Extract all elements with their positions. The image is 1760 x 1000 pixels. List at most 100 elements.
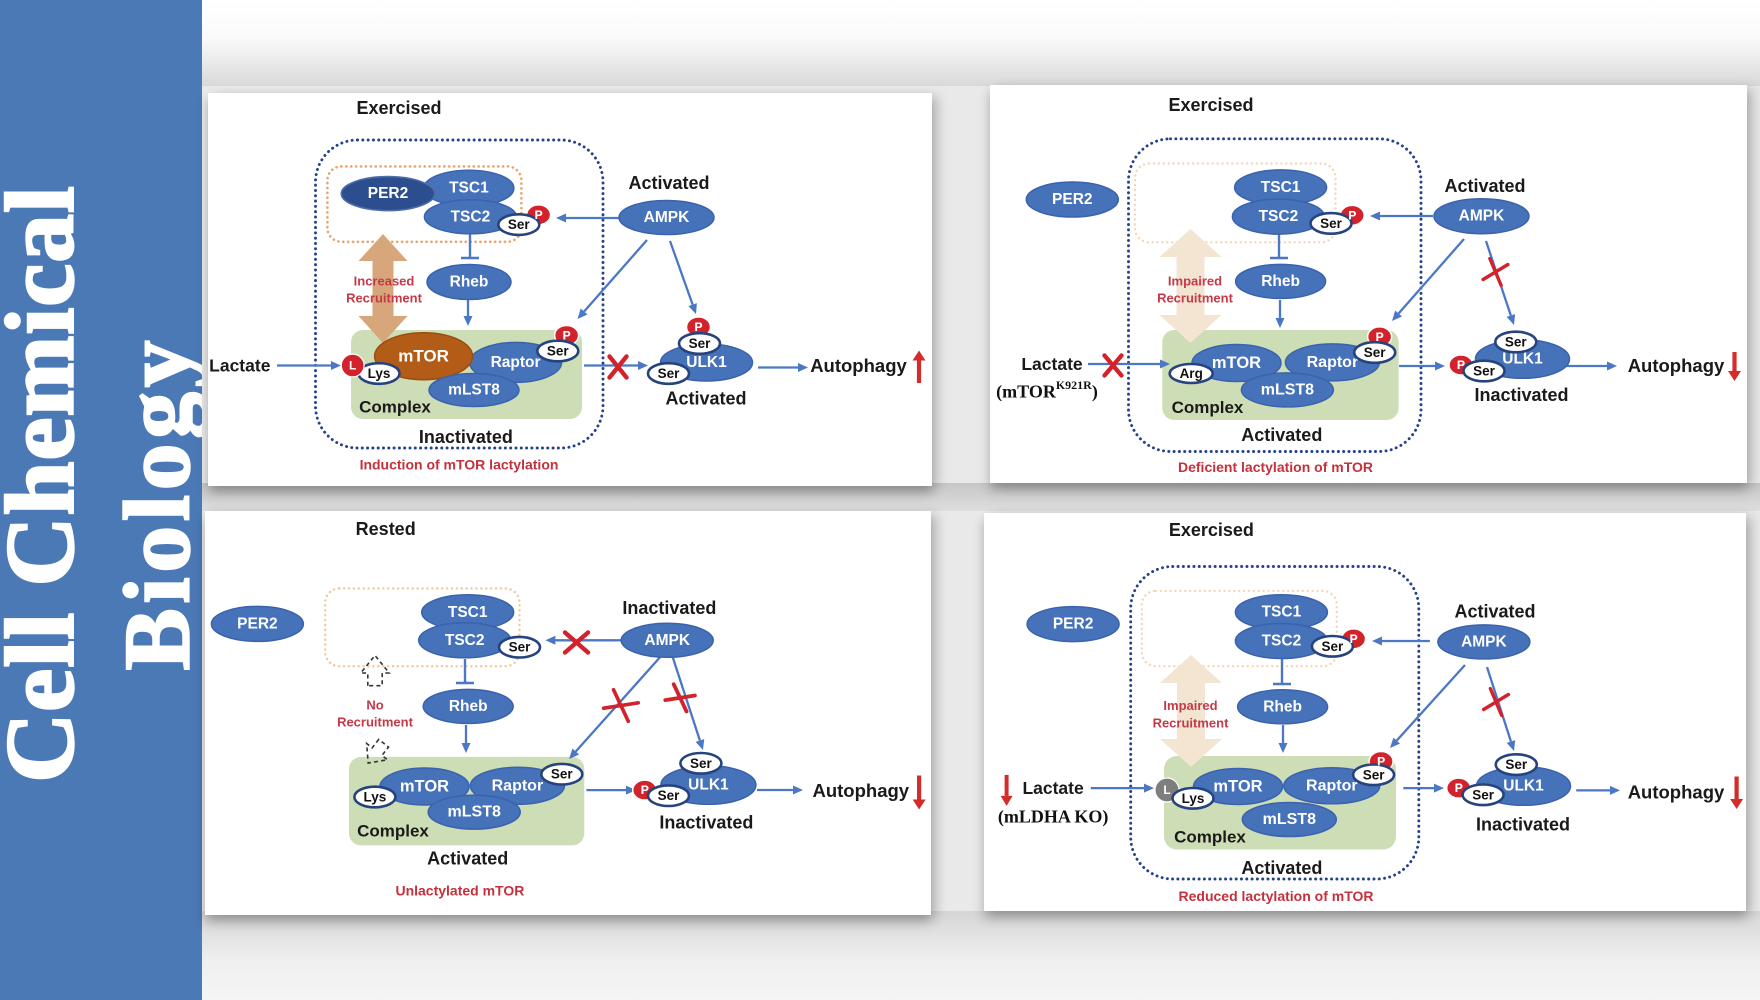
svg-text:(mTORK921R): (mTORK921R) — [996, 378, 1098, 403]
svg-text:Exercised: Exercised — [1169, 520, 1254, 540]
svg-text:Lys: Lys — [1182, 791, 1205, 806]
svg-text:Complex: Complex — [359, 398, 431, 417]
svg-text:Ser: Ser — [1364, 345, 1387, 360]
svg-text:ULK1: ULK1 — [1503, 778, 1544, 795]
svg-text:Ser: Ser — [1472, 787, 1495, 802]
svg-text:Raptor: Raptor — [492, 777, 544, 794]
svg-text:Rheb: Rheb — [450, 274, 489, 291]
svg-text:P: P — [641, 783, 649, 797]
svg-text:No: No — [366, 698, 383, 713]
svg-text:P: P — [1457, 358, 1465, 372]
svg-text:Raptor: Raptor — [1306, 777, 1358, 794]
svg-text:Lactate: Lactate — [209, 356, 271, 376]
svg-text:AMPK: AMPK — [1461, 633, 1507, 650]
svg-text:mLST8: mLST8 — [448, 382, 500, 399]
svg-text:Reduced lactylation of mTOR: Reduced lactylation of mTOR — [1179, 888, 1374, 904]
svg-text:Inactivated: Inactivated — [659, 812, 753, 832]
svg-text:Deficient lactylation of mTOR: Deficient lactylation of mTOR — [1178, 459, 1373, 475]
svg-text:L: L — [1163, 783, 1170, 797]
svg-text:P: P — [1377, 755, 1385, 769]
svg-text:PER2: PER2 — [1053, 616, 1094, 633]
svg-text:P: P — [1455, 781, 1463, 795]
svg-text:AMPK: AMPK — [644, 209, 690, 226]
svg-text:mLST8: mLST8 — [1263, 811, 1316, 828]
svg-text:P: P — [1455, 781, 1463, 795]
svg-text:TSC2: TSC2 — [445, 632, 485, 649]
svg-text:Autophagy: Autophagy — [812, 780, 909, 801]
svg-text:Impaired: Impaired — [1168, 274, 1222, 289]
svg-text:mLST8: mLST8 — [448, 804, 501, 821]
svg-text:Rested: Rested — [356, 519, 416, 539]
svg-text:P: P — [1350, 632, 1358, 646]
svg-text:P: P — [1376, 330, 1384, 344]
svg-text:Ser: Ser — [551, 767, 574, 782]
svg-text:P: P — [535, 208, 543, 222]
svg-text:P: P — [1348, 208, 1356, 222]
svg-text:Lactate: Lactate — [1022, 778, 1084, 798]
svg-text:Inactivated: Inactivated — [1474, 385, 1568, 405]
svg-text:P: P — [1350, 632, 1358, 646]
svg-text:Ser: Ser — [1322, 639, 1345, 654]
svg-text:Raptor: Raptor — [1307, 354, 1359, 371]
svg-text:Ser: Ser — [658, 788, 681, 803]
svg-text:Recruitment: Recruitment — [1157, 291, 1234, 306]
svg-text:PER2: PER2 — [368, 185, 409, 202]
svg-text:Complex: Complex — [357, 822, 429, 841]
svg-text:ULK1: ULK1 — [1502, 351, 1543, 368]
svg-text:P: P — [535, 208, 543, 222]
svg-text:Exercised: Exercised — [356, 98, 441, 118]
svg-text:Activated: Activated — [1454, 601, 1535, 621]
svg-text:P: P — [641, 783, 649, 797]
svg-text:Activated: Activated — [628, 173, 709, 193]
svg-text:Ser: Ser — [1363, 767, 1386, 782]
svg-text:P: P — [694, 320, 702, 334]
svg-text:mTOR: mTOR — [400, 778, 449, 796]
svg-text:mLST8: mLST8 — [1261, 381, 1314, 398]
svg-text:Lactate: Lactate — [1021, 354, 1083, 374]
svg-text:Impaired: Impaired — [1163, 698, 1217, 713]
svg-text:Rheb: Rheb — [1261, 273, 1300, 290]
svg-text:Ser: Ser — [690, 756, 713, 771]
svg-text:Complex: Complex — [1174, 828, 1246, 847]
svg-text:Rheb: Rheb — [449, 698, 488, 715]
svg-text:Autophagy: Autophagy — [810, 355, 907, 376]
svg-text:Autophagy: Autophagy — [1628, 355, 1725, 376]
svg-text:Ser: Ser — [1505, 757, 1528, 772]
svg-text:AMPK: AMPK — [1459, 208, 1505, 225]
svg-text:TSC2: TSC2 — [1259, 208, 1299, 225]
svg-text:TSC1: TSC1 — [1261, 179, 1301, 196]
svg-text:Induction of mTOR lactylation: Induction of mTOR lactylation — [360, 457, 559, 473]
svg-text:Recruitment: Recruitment — [1153, 716, 1230, 731]
svg-text:Ser: Ser — [1505, 335, 1528, 350]
svg-text:Autophagy: Autophagy — [1628, 782, 1725, 803]
svg-text:Rheb: Rheb — [1263, 698, 1302, 715]
svg-text:AMPK: AMPK — [644, 632, 690, 649]
svg-text:PER2: PER2 — [1052, 191, 1093, 208]
svg-text:Recruitment: Recruitment — [346, 291, 423, 306]
svg-text:ULK1: ULK1 — [688, 777, 729, 794]
svg-text:Exercised: Exercised — [1168, 95, 1253, 115]
svg-text:Recruitment: Recruitment — [337, 715, 414, 730]
svg-text:P: P — [563, 328, 571, 342]
svg-text:Activated: Activated — [427, 848, 508, 868]
svg-text:P: P — [563, 328, 571, 342]
svg-text:Activated: Activated — [1241, 858, 1322, 878]
svg-text:Activated: Activated — [1241, 425, 1322, 445]
svg-text:mTOR: mTOR — [398, 347, 449, 366]
svg-text:(mLDHA KO): (mLDHA KO) — [998, 807, 1109, 828]
svg-text:mTOR: mTOR — [1213, 778, 1262, 796]
svg-text:TSC1: TSC1 — [449, 180, 489, 197]
svg-text:TSC2: TSC2 — [451, 208, 491, 225]
svg-text:Ser: Ser — [689, 336, 712, 351]
svg-text:Inactivated: Inactivated — [1476, 815, 1570, 835]
svg-text:TSC2: TSC2 — [1262, 633, 1302, 650]
svg-text:P: P — [694, 320, 702, 334]
svg-text:P: P — [1376, 330, 1384, 344]
svg-text:Increased: Increased — [354, 274, 415, 289]
svg-text:Ser: Ser — [658, 366, 681, 381]
svg-text:TSC1: TSC1 — [1262, 604, 1302, 621]
svg-text:P: P — [1348, 208, 1356, 222]
svg-text:Ser: Ser — [1320, 216, 1343, 231]
svg-text:Complex: Complex — [1172, 398, 1244, 417]
svg-text:Ser: Ser — [1473, 364, 1496, 379]
